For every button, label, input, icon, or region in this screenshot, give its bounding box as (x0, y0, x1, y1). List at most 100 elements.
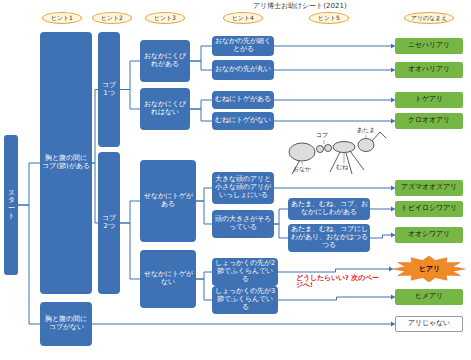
connector (274, 224, 288, 238)
answer-box: オオシワアリ (395, 227, 463, 243)
question-box: せなかにトゲがある (140, 160, 196, 242)
answer-box: ニセハリアリ (395, 38, 463, 54)
node-text: トゲアリ (415, 96, 443, 104)
question-box: むねにトゲがない (212, 112, 274, 130)
connector (120, 90, 140, 110)
node-text: ニセハリアリ (408, 42, 450, 50)
hint-header: ヒント3 (145, 12, 185, 24)
question-box: あたま、むね、コブ、おなかにしわがある (288, 198, 370, 220)
connector (190, 100, 212, 109)
node-text: 胸と腹の間にコブがない (42, 316, 90, 332)
question-box: おなかにくびれがある (140, 40, 190, 82)
node-text: あたま、むね、コブにしわがあり、おなかはつるつる (290, 226, 368, 249)
node-text: オオシワアリ (408, 231, 450, 239)
node-text: スタート (8, 190, 15, 221)
answer-box: ヒメアリ (395, 289, 463, 305)
node-text: おなかの先が細くとがる (214, 38, 272, 54)
answer-box: アズマオオズアリ (395, 180, 463, 196)
note: どうしたらいい? 次のページへ! (296, 275, 386, 290)
node-text: あたま、むね、コブ、おなかにしわがある (290, 201, 368, 217)
connector (92, 324, 395, 325)
connector (120, 223, 140, 279)
connector (18, 205, 40, 324)
node-text: ヒアリ (419, 265, 440, 273)
node-text: しょっかくの先が2節でふくらんでいる (214, 260, 276, 283)
node-text: コブ 2つ (100, 215, 118, 231)
node-text: ヒント5 (318, 14, 340, 21)
connector (274, 209, 288, 224)
part-label: むね (336, 164, 356, 170)
question-box: むねにトゲがある (212, 91, 274, 109)
question-box: しょっかくの先が2節でふくらんでいる (212, 258, 278, 286)
hint-header: ヒント2 (92, 12, 132, 24)
connector (274, 100, 395, 101)
answer-box: トビイロシワアリ (395, 201, 463, 217)
node-text: 頭の大きさがそろっている (214, 216, 272, 232)
connector (274, 121, 395, 122)
part-label: おなか (293, 166, 317, 172)
question-box: せなかにトゲがない (140, 250, 196, 308)
title: アリ博士お助けシート(2021) (230, 1, 370, 11)
connector (18, 163, 40, 205)
connector (196, 188, 212, 201)
node-text: アリじゃない (408, 320, 450, 328)
connector (190, 61, 212, 70)
ant-figure (289, 132, 386, 174)
answer-box: トゲアリ (395, 92, 463, 108)
question-box: しょっかくの先が3節でふくらんでいる (212, 286, 278, 314)
node-text: クロオオアリ (408, 117, 450, 125)
connector (274, 46, 395, 47)
alert-burst: ヒアリ (393, 256, 465, 282)
question-box: 大きな頭のアリと小さな頭のアリがいっしょにいる (212, 172, 274, 204)
node-text: 胸と腹の間にコブ(節)がある (42, 155, 90, 171)
part-label: コブ (316, 132, 336, 138)
question-box: おなかにくびれはない (140, 88, 190, 130)
answer-box: オオハリアリ (395, 62, 463, 78)
node-text: ヒメアリ (415, 293, 443, 301)
question-box: 胸と腹の間にコブ(節)がある (40, 32, 92, 294)
node-text: オオハリアリ (408, 66, 450, 74)
node-text: おなかにくびれはない (142, 101, 188, 117)
node-text: ヒント2 (101, 14, 123, 21)
connector (274, 188, 395, 189)
connector (278, 269, 393, 272)
connector (274, 70, 395, 71)
hint-header: アリのなまえ (404, 12, 454, 24)
answer-box: クロオオアリ (395, 113, 463, 129)
node-text: せなかにトゲがない (142, 271, 194, 287)
connector (278, 297, 395, 300)
node-text: むねにトゲがない (215, 117, 271, 125)
node-text: ヒント1 (51, 14, 73, 21)
node-text: せなかにトゲがある (142, 193, 194, 209)
start-box: スタート (4, 135, 18, 275)
question-box: おなかの先が丸い (212, 60, 274, 80)
hint-header: ヒント4 (223, 12, 263, 24)
part-label: あたま (357, 127, 381, 133)
node-text: アズマオオズアリ (401, 184, 457, 192)
node-text: アリのなまえ (411, 14, 447, 21)
connector (190, 109, 212, 121)
question-box: 胸と腹の間にコブがない (40, 302, 92, 346)
connector (120, 201, 140, 223)
question-box: あたま、むね、コブにしわがあり、おなかはつるつる (288, 224, 370, 252)
node-text: トビイロシワアリ (401, 205, 457, 213)
connector (190, 46, 212, 61)
hint-header: ヒント5 (309, 12, 349, 24)
node-text: むねにトゲがある (215, 96, 271, 104)
node-text: おなかの先が丸い (215, 66, 271, 74)
connector (120, 61, 140, 90)
connector (196, 201, 212, 224)
node-text: コブ 1つ (100, 82, 118, 98)
question-box: おなかの先が細くとがる (212, 36, 274, 56)
hint-header: ヒント1 (42, 12, 82, 24)
node-text: しょっかくの先が3節でふくらんでいる (214, 288, 276, 311)
node-text: ヒント4 (232, 14, 254, 21)
node-text: 大きな頭のアリと小さな頭のアリがいっしょにいる (214, 176, 272, 199)
node-text: おなかにくびれがある (142, 53, 188, 69)
question-box: 頭の大きさがそろっている (212, 210, 274, 238)
answer-box: アリじゃない (395, 316, 463, 332)
connector (196, 279, 212, 300)
node-text: ヒント3 (154, 14, 176, 21)
question-box: コブ 1つ (98, 32, 120, 147)
